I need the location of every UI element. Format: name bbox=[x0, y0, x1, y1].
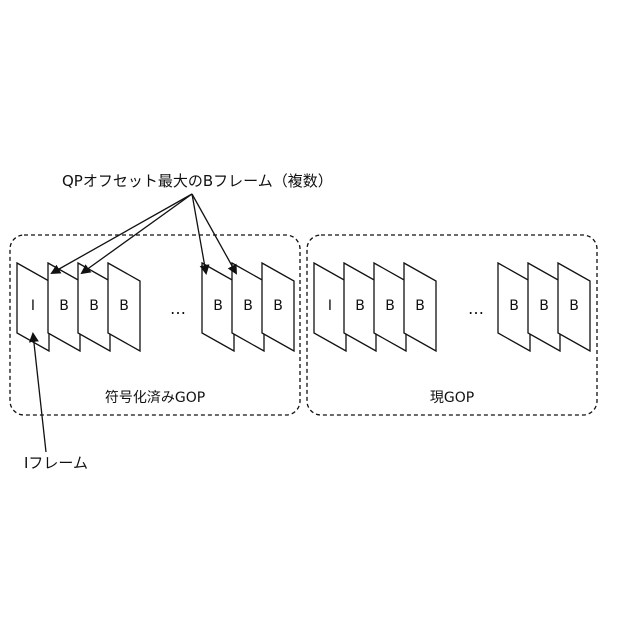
frame-type-label: B bbox=[119, 298, 129, 314]
frame-type-label: B bbox=[539, 298, 549, 314]
b-frame: B bbox=[344, 263, 376, 351]
frame-type-label: B bbox=[243, 298, 253, 314]
b-frame: B bbox=[48, 263, 80, 351]
b-frame: B bbox=[262, 263, 294, 351]
frame-type-label: B bbox=[273, 298, 283, 314]
b-frame: B bbox=[78, 263, 110, 351]
frame-type-label: I bbox=[31, 298, 35, 314]
frame-type-label: B bbox=[59, 298, 69, 314]
frame-type-label: B bbox=[509, 298, 519, 314]
frame-type-label: B bbox=[213, 298, 223, 314]
encoded-gop-caption: 符号化済みGOP bbox=[105, 390, 205, 406]
iframe-arrow bbox=[33, 334, 46, 452]
i-frame: I bbox=[314, 263, 346, 351]
iframe-label: Iフレーム bbox=[24, 454, 88, 472]
current-gop-caption: 現GOP bbox=[430, 390, 474, 406]
b-frame: B bbox=[232, 263, 264, 351]
frame-type-label: I bbox=[328, 298, 332, 314]
frame-type-label: B bbox=[415, 298, 425, 314]
b-frame: B bbox=[528, 263, 560, 351]
b-frame: B bbox=[498, 263, 530, 351]
b-frame: B bbox=[202, 263, 234, 351]
frame-type-label: B bbox=[569, 298, 579, 314]
frame-type-label: B bbox=[385, 298, 395, 314]
frame-type-label: B bbox=[355, 298, 365, 314]
b-frame: B bbox=[108, 263, 140, 351]
b-frame: B bbox=[404, 263, 436, 351]
ellipsis: … bbox=[468, 299, 484, 318]
qp-arrow bbox=[52, 194, 192, 273]
b-frame: B bbox=[374, 263, 406, 351]
frame-type-label: B bbox=[89, 298, 99, 314]
qp-arrow bbox=[82, 194, 192, 273]
current-gop-frames: I B B B … B B B bbox=[314, 263, 590, 351]
qp-offset-arrows bbox=[52, 194, 236, 273]
b-frame: B bbox=[558, 263, 590, 351]
encoded-gop-frames: I B B B … B B B bbox=[17, 263, 294, 351]
qp-offset-max-label: QPオフセット最大のBフレーム（複数） bbox=[62, 172, 333, 190]
ellipsis: … bbox=[170, 299, 186, 318]
